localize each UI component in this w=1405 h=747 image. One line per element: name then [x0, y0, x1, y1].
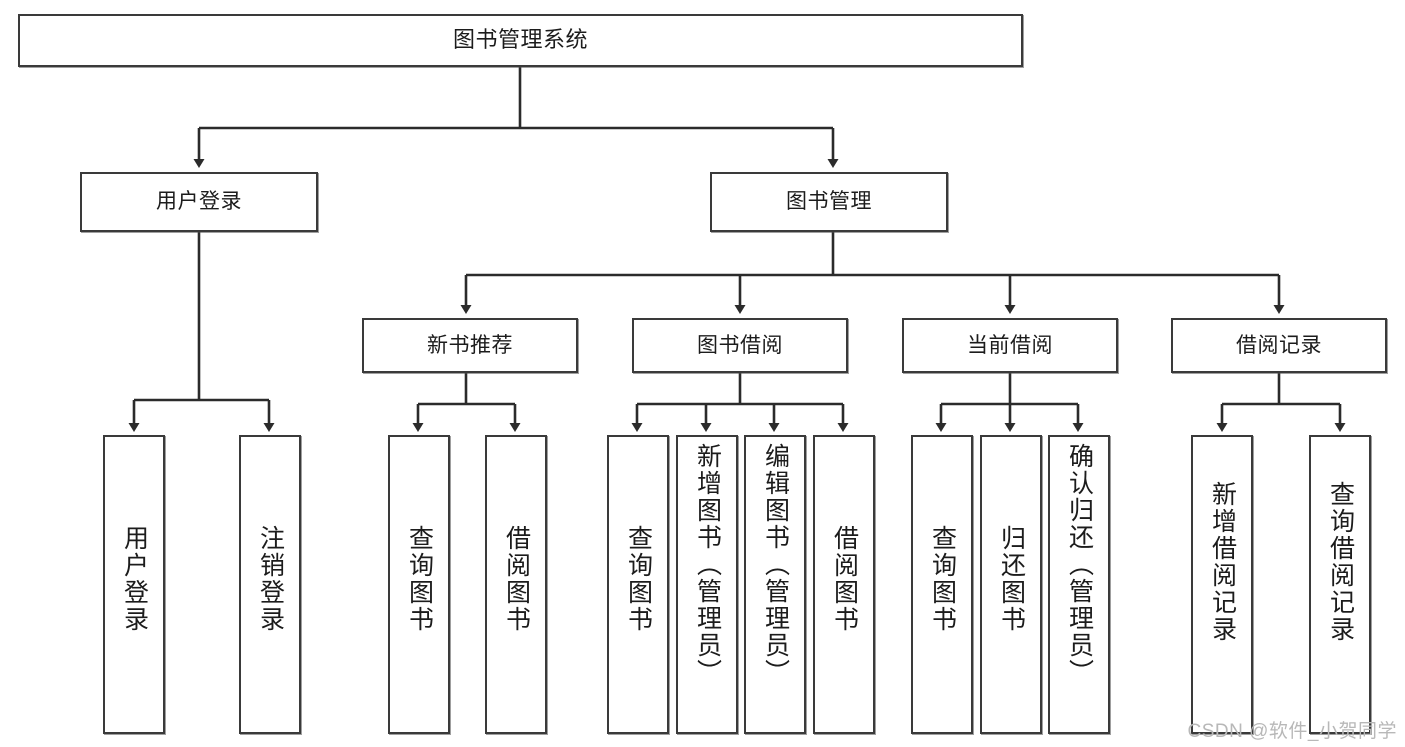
leaf-borrow-book-1[interactable]: 借阅图书 — [485, 435, 547, 734]
leaf-return-book-label: 归还图书 — [997, 525, 1026, 633]
node-root-label: 图书管理系统 — [452, 27, 588, 53]
leaf-confirm-return-label: 确认归还（管理员） — [1065, 443, 1094, 686]
leaf-user-login[interactable]: 用户登录 — [103, 435, 165, 734]
node-current-borrow-label: 当前借阅 — [967, 333, 1053, 357]
node-current-borrow[interactable]: 当前借阅 — [902, 318, 1118, 373]
leaf-query-book-2-label: 查询图书 — [624, 525, 653, 633]
leaf-borrow-book-2-label: 借阅图书 — [830, 525, 859, 633]
leaf-edit-book-label: 编辑图书（管理员） — [761, 443, 790, 686]
node-borrow-record[interactable]: 借阅记录 — [1171, 318, 1387, 373]
leaf-query-book-1-label: 查询图书 — [405, 525, 434, 633]
leaf-query-record[interactable]: 查询借阅记录 — [1309, 435, 1371, 734]
leaf-add-record[interactable]: 新增借阅记录 — [1191, 435, 1253, 734]
csdn-watermark: CSDN @软件_小贺同学 — [1187, 721, 1397, 742]
node-user-login-label: 用户登录 — [156, 190, 242, 214]
leaf-borrow-book-1-label: 借阅图书 — [502, 525, 531, 633]
leaf-query-record-label: 查询借阅记录 — [1326, 481, 1355, 643]
leaf-query-book-3[interactable]: 查询图书 — [911, 435, 973, 734]
leaf-query-book-2[interactable]: 查询图书 — [607, 435, 669, 734]
node-root[interactable]: 图书管理系统 — [18, 14, 1023, 67]
node-new-book-recommend-label: 新书推荐 — [427, 333, 513, 357]
leaf-logout-login-label: 注销登录 — [256, 525, 285, 633]
leaf-add-book[interactable]: 新增图书（管理员） — [676, 435, 738, 734]
node-book-borrow-label: 图书借阅 — [697, 333, 783, 357]
leaf-add-record-label: 新增借阅记录 — [1208, 481, 1237, 643]
leaf-query-book-3-label: 查询图书 — [928, 525, 957, 633]
leaf-return-book[interactable]: 归还图书 — [980, 435, 1042, 734]
node-new-book-recommend[interactable]: 新书推荐 — [362, 318, 578, 373]
leaf-edit-book[interactable]: 编辑图书（管理员） — [744, 435, 806, 734]
leaf-add-book-label: 新增图书（管理员） — [693, 443, 722, 686]
leaf-confirm-return[interactable]: 确认归还（管理员） — [1048, 435, 1110, 734]
leaf-logout-login[interactable]: 注销登录 — [239, 435, 301, 734]
node-book-manage-label: 图书管理 — [786, 190, 872, 214]
node-book-manage[interactable]: 图书管理 — [710, 172, 948, 232]
node-borrow-record-label: 借阅记录 — [1236, 333, 1322, 357]
leaf-user-login-label: 用户登录 — [120, 525, 149, 633]
leaf-query-book-1[interactable]: 查询图书 — [388, 435, 450, 734]
leaf-borrow-book-2[interactable]: 借阅图书 — [813, 435, 875, 734]
node-user-login[interactable]: 用户登录 — [80, 172, 318, 232]
node-book-borrow[interactable]: 图书借阅 — [632, 318, 848, 373]
